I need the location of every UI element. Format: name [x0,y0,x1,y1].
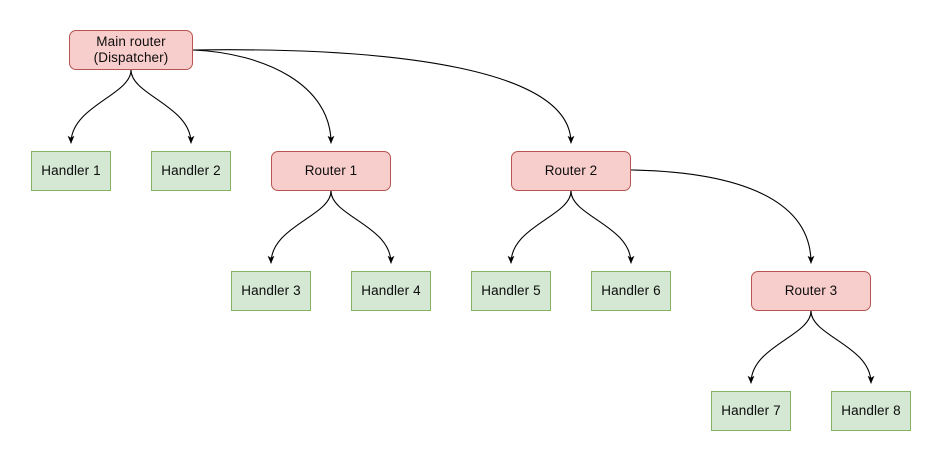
node-handler-6[interactable]: Handler 6 [591,271,671,311]
edge-main-to-handler-2 [130,69,195,144]
node-handler-2[interactable]: Handler 2 [151,151,231,191]
node-label-router-3: Router 3 [784,283,838,298]
node-label-handler-3: Handler 3 [241,283,301,298]
node-label-handler-8: Handler 8 [841,403,901,418]
edge-router-1-to-handler-3 [267,190,332,264]
node-label-router-1: Router 1 [304,163,358,178]
node-handler-5[interactable]: Handler 5 [471,271,551,311]
edge-main-to-handler-1 [67,69,132,144]
edge-router-3-to-handler-7 [747,310,812,384]
node-handler-3[interactable]: Handler 3 [231,271,311,311]
node-label-handler-6: Handler 6 [601,283,661,298]
node-label-router-2: Router 2 [544,163,598,178]
edge-main-to-router-1 [192,49,335,144]
node-router-3[interactable]: Router 3 [751,271,871,311]
node-label-handler-5: Handler 5 [481,283,541,298]
node-router-1[interactable]: Router 1 [271,151,391,191]
node-router-2[interactable]: Router 2 [511,151,631,191]
node-label-main-router: Main router (Dispatcher) [93,34,169,65]
node-label-handler-1: Handler 1 [41,163,101,178]
edge-group [67,49,875,384]
edge-main-to-router-2 [192,49,575,144]
edge-router-3-to-handler-8 [810,310,875,384]
edge-router-2-to-router-3 [630,169,815,264]
node-label-handler-7: Handler 7 [721,403,781,418]
node-label-handler-4: Handler 4 [361,283,421,298]
node-handler-8[interactable]: Handler 8 [831,391,911,431]
edge-router-2-to-handler-6 [570,190,635,264]
node-handler-1[interactable]: Handler 1 [31,151,111,191]
edge-router-2-to-handler-5 [507,190,572,264]
edge-router-1-to-handler-4 [330,190,395,264]
node-handler-4[interactable]: Handler 4 [351,271,431,311]
node-main-router[interactable]: Main router (Dispatcher) [69,30,193,70]
node-label-handler-2: Handler 2 [161,163,221,178]
node-handler-7[interactable]: Handler 7 [711,391,791,431]
